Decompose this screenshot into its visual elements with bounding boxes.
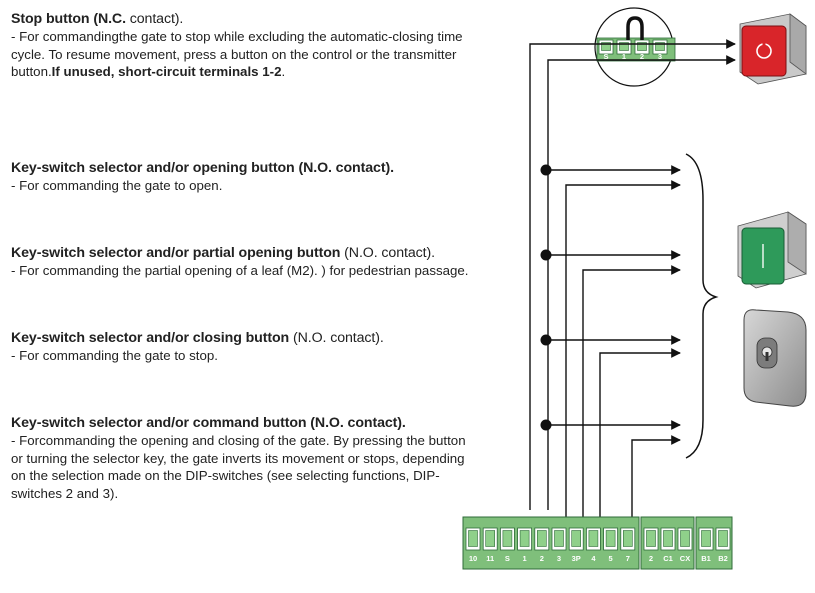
command-desc-line3: on the selection made on the DIP-switche… [11,468,440,484]
bottom-terminal-screw-face [468,530,478,547]
bottom-terminal-screw-face [605,530,616,547]
bottom-terminal-screw-face [588,530,599,547]
closing-desc-line1: - For commanding the gate to stop. [11,348,218,364]
bottom-terminal-label: 11 [486,554,494,563]
bottom-terminal-screw-face [646,530,656,547]
stop-button-side [789,13,807,75]
top-terminal-label: 2 [640,52,644,61]
closing-title-contact: (N.O. contact). [289,330,384,346]
opening-title: Key-switch selector and/or opening butto… [11,160,394,176]
bottom-terminal-screw-face [554,530,564,547]
bottom-terminal-label: 2 [649,554,653,563]
bottom-terminal-screw-face [680,530,690,547]
keyhole-slot-icon [765,352,769,361]
open-button-side [787,211,807,275]
bottom-terminal-screw-face [663,530,673,547]
command-wires [548,165,681,528]
closing-button-section: Key-switch selector and/or closing butto… [11,330,384,365]
bottom-terminal-screw-face [622,530,633,547]
junction-dot [540,249,552,261]
command-desc-line2: or turning the selector key, the gate in… [11,450,465,466]
bottom-terminal-label: 7 [626,554,630,563]
partial-title: Key-switch selector and/or partial openi… [11,245,341,261]
bottom-terminal-screw-face [519,530,530,547]
open-wire-3 [565,180,681,528]
closing-title: Key-switch selector and/or closing butto… [11,330,290,346]
bottom-terminal-label: B2 [718,554,728,563]
bottom-terminal-label: 10 [469,554,477,563]
command-desc-line1: - Forcommanding the opening and closing … [11,433,466,449]
partial-opening-section: Key-switch selector and/or partial openi… [11,245,469,280]
partial-wire-3p [582,265,681,528]
stop-desc-line2: cycle. To resume movement, press a butto… [11,46,457,62]
top-terminal-screw-face [655,42,665,51]
junction-dot [540,334,552,346]
stop-desc-line3-suffix: . [281,64,286,80]
stop-button-face [741,25,787,77]
stop-button-section: Stop button (N.C. contact). - For comman… [11,11,463,81]
partial-title-contact: (N.O. contact). [340,245,435,261]
stop-title: Stop button (N.C. [11,11,126,27]
bottom-terminal-block: 10 11 S 1 2 3 3P 4 5 7 2 C1 CX B1 B2 [462,516,733,570]
top-terminal-label: 1 [622,52,626,61]
junction-dot [540,164,552,176]
junction-dot [540,419,552,431]
bottom-terminal-label: 3 [557,554,561,563]
bottom-terminal-screw-face [571,530,582,547]
bottom-terminal-screw-face [502,530,513,547]
bottom-terminal-screw-face [536,530,547,547]
top-terminal-screw-face [637,42,647,51]
bottom-terminal-label: 4 [591,554,596,563]
bottom-terminal-screw-face [485,530,496,547]
command-wire-7 [631,435,681,528]
top-terminal-screw-face [601,42,611,51]
junction-dots [540,164,552,431]
top-terminal-label: S [603,52,608,61]
partial-desc-line1: - For commanding the partial opening of … [11,263,469,279]
short-circuit-jumper [626,16,644,40]
close-wire-4 [599,348,681,528]
opening-button-section: Key-switch selector and/or opening butto… [11,160,394,195]
bottom-terminal-label: 5 [609,554,613,563]
stop-wire-terminal-2 [547,55,736,510]
opening-button-image [737,211,807,289]
bottom-terminal-label: CX [680,554,690,563]
command-button-section: Key-switch selector and/or command butto… [11,415,466,502]
bottom-terminal-label: 3P [572,554,581,563]
stop-wire-terminal-1 [529,39,736,510]
stop-desc-line1: - For commandingthe gate to stop while e… [11,29,463,45]
top-terminal-label: 3 [658,52,662,61]
bottom-terminal-label: B1 [701,554,711,563]
opening-desc-line1: - For commanding the gate to open. [11,178,223,194]
stop-wires [529,39,736,510]
grouping-brace [685,153,719,459]
top-terminal-screw-face [619,42,629,51]
stop-terminal-detail: S 1 2 3 [594,7,676,87]
bottom-terminal-label: 1 [523,554,527,563]
bottom-terminal-screw-face [701,530,711,547]
command-desc-line4: switches 2 and 3). [11,485,119,501]
stop-desc-line3-prefix: button. [11,64,52,80]
bottom-terminal-label: 2 [540,554,544,563]
bottom-terminal-screw-face [718,530,728,547]
key-switch-image [743,309,807,407]
stop-desc-line3-bold: If unused, short-circuit terminals 1-2 [51,64,282,80]
bottom-terminal-label: C1 [663,554,673,563]
stop-title-contact: contact). [125,11,184,27]
stop-button-image [739,13,807,85]
command-title: Key-switch selector and/or command butto… [11,415,406,431]
bottom-terminal-label: S [505,554,510,563]
